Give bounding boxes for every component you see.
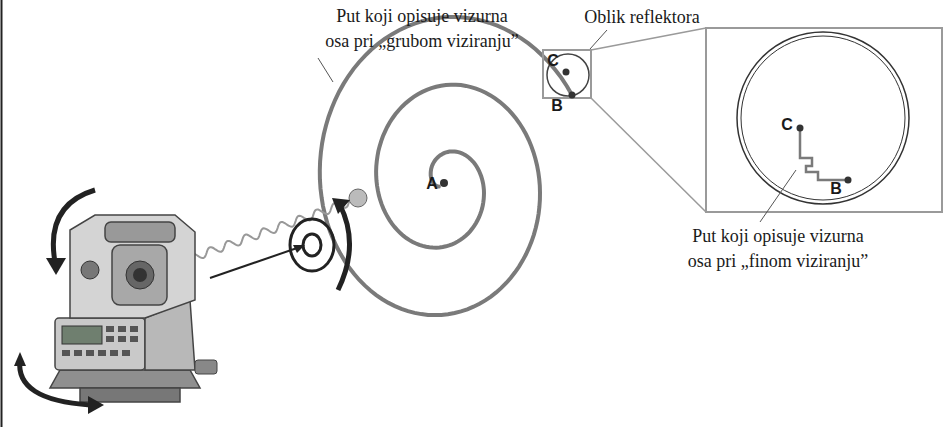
zoom-panel bbox=[706, 28, 942, 212]
point-a bbox=[440, 179, 448, 187]
caption-label: Oblik reflektora bbox=[584, 5, 699, 30]
arrow-head bbox=[14, 352, 26, 366]
search-circle bbox=[290, 219, 334, 271]
coarse-path bbox=[320, 17, 572, 315]
prism-ball bbox=[349, 189, 367, 207]
point-label: C bbox=[781, 116, 793, 134]
rotation-arrow bbox=[338, 205, 350, 290]
leader-line bbox=[318, 58, 333, 82]
sight-arrow bbox=[210, 247, 300, 278]
point-label: B bbox=[551, 97, 563, 115]
point-label: A bbox=[426, 175, 438, 193]
caption-label: Put koji opisuje vizurna osa pri „finom … bbox=[687, 224, 869, 274]
leader-line bbox=[590, 30, 607, 49]
zoom-line bbox=[591, 98, 706, 212]
point-b bbox=[845, 177, 852, 184]
leader-line bbox=[760, 170, 796, 222]
zoom-frame bbox=[543, 50, 591, 98]
reflector-outline bbox=[741, 36, 905, 200]
total-station bbox=[50, 215, 217, 402]
point-b bbox=[569, 92, 576, 99]
arrow-head bbox=[88, 396, 104, 414]
arrow-head bbox=[332, 198, 350, 214]
tracking-wave bbox=[180, 201, 350, 265]
point-c bbox=[563, 69, 570, 76]
zoom-line bbox=[591, 28, 706, 50]
point-label: B bbox=[830, 180, 842, 198]
rotation-arrow bbox=[53, 190, 95, 262]
arrow-head bbox=[46, 258, 66, 275]
rotation-arrow bbox=[20, 360, 90, 405]
point-c bbox=[797, 125, 804, 132]
frame-line bbox=[1, 0, 3, 427]
reflector-outline bbox=[737, 32, 909, 204]
point-label: C bbox=[547, 52, 559, 70]
caption-label: Put koji opisuje vizurna osa pri „grubom… bbox=[325, 4, 519, 54]
search-circle bbox=[303, 234, 321, 256]
fine-path bbox=[800, 128, 848, 180]
